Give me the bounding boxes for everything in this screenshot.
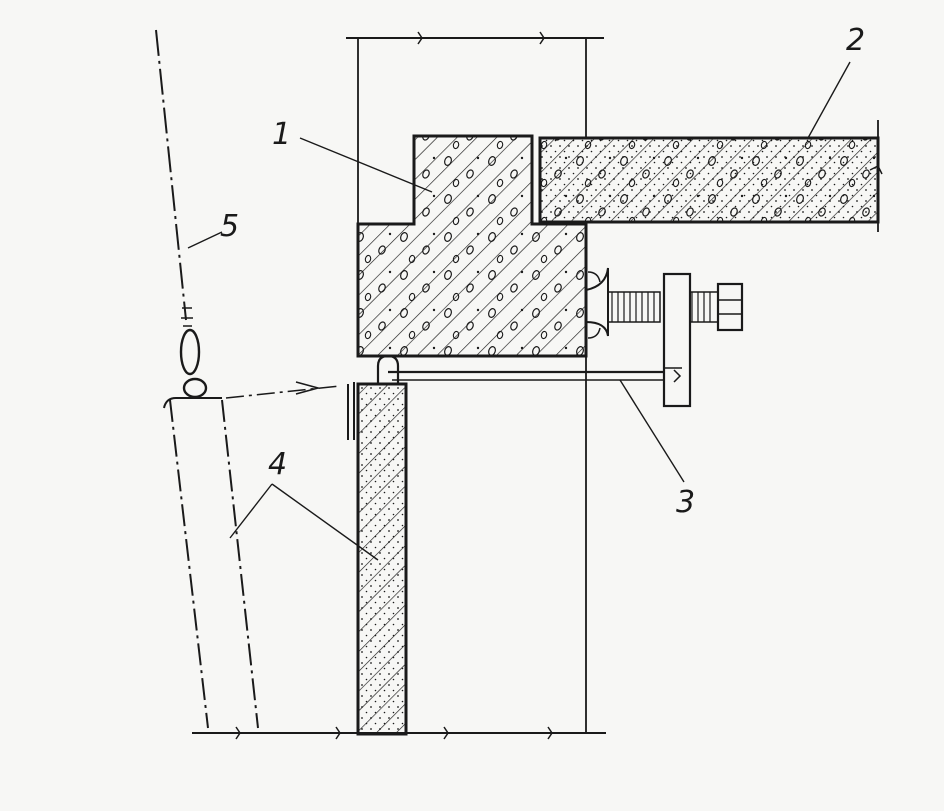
lifting-sling [155,29,208,399]
label-wall-panel: 4 [268,447,287,482]
label-tie-rod: 3 [676,485,695,520]
wall-panel [347,382,408,736]
concrete-beam [356,134,588,358]
floor-slab [538,120,883,232]
label-beam: 1 [272,117,291,152]
leader-lines [187,61,851,561]
column-outline [346,31,604,733]
label-sling: 5 [220,209,239,244]
tie-rod [376,354,682,384]
tensioning-bolt [585,267,744,408]
label-slab: 2 [846,23,865,58]
panel-phantom-position [163,381,341,729]
